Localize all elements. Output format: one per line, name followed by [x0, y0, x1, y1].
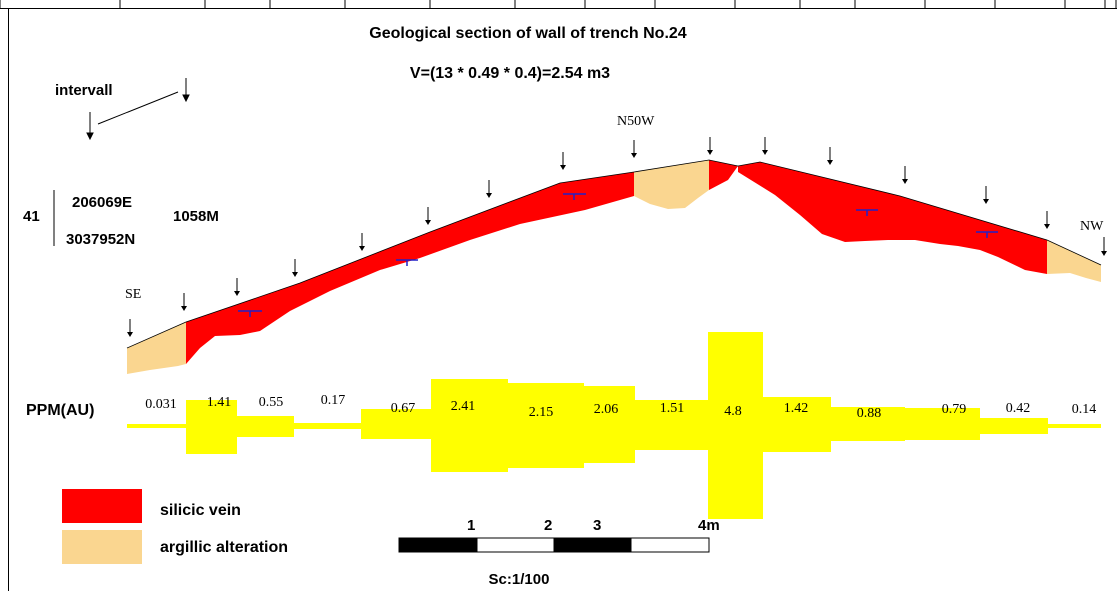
argillic-zone-nw — [1047, 240, 1101, 282]
sample-arrow — [181, 293, 187, 311]
volume-formula: V=(13 * 0.49 * 0.4)=2.54 m3 — [410, 65, 610, 82]
ground-surface-line — [126, 159, 1102, 349]
legend-swatch-argillic-alteration — [62, 530, 142, 564]
scale-tick-2: 2 — [544, 517, 552, 534]
ppm-value: 1.51 — [660, 401, 685, 416]
scale-bar — [398, 537, 710, 553]
sample-arrow — [359, 233, 365, 251]
argillic-zone-center — [634, 160, 709, 209]
sample-arrow — [1101, 237, 1107, 256]
direction-n50w: N50W — [617, 114, 655, 129]
ppm-value: 2.06 — [594, 402, 619, 417]
ppm-value: 2.41 — [451, 399, 476, 414]
sample-arrow — [560, 152, 566, 170]
scale-label: Sc:1/100 — [489, 571, 550, 588]
argillic-zone-se — [127, 322, 186, 374]
silicic-vein-main — [738, 162, 1047, 274]
ppm-value: 4.8 — [724, 404, 742, 419]
scale-tick-3: 3 — [593, 517, 601, 534]
ppm-value: 0.42 — [1006, 401, 1031, 416]
silicic-vein-right — [709, 160, 738, 190]
ppm-value: 0.14 — [1072, 402, 1097, 417]
section-title: Geological section of wall of trench No.… — [369, 25, 686, 42]
scale-tick-1: 1 — [467, 517, 475, 534]
direction-nw: NW — [1080, 219, 1104, 234]
ppm-label: PPM(AU) — [26, 402, 94, 419]
sample-arrows — [127, 137, 1107, 337]
legend-swatch-silicic-vein — [62, 489, 142, 523]
ppm-value: 0.67 — [391, 401, 416, 416]
ppm-bars — [127, 332, 1101, 519]
ppm-value: 1.41 — [207, 395, 232, 410]
sample-arrow — [292, 259, 298, 277]
sample-arrow — [486, 180, 492, 198]
sample-arrow — [827, 147, 833, 165]
ppm-value: 0.55 — [259, 395, 284, 410]
legend-label-argillic-alteration: argillic alteration — [160, 539, 288, 556]
sample-arrow — [1044, 211, 1050, 229]
location-id: 41 — [23, 208, 40, 225]
legend-label-silicic-vein: silicic vein — [160, 502, 241, 519]
sample-arrow — [983, 186, 989, 204]
location-easting: 206069E — [72, 194, 132, 211]
ppm-value: 2.15 — [529, 405, 554, 420]
silicic-vein-left — [186, 172, 634, 364]
sample-arrow — [127, 319, 133, 337]
ppm-value: 0.88 — [857, 406, 882, 421]
ppm-value: 0.79 — [942, 402, 967, 417]
scale-tick-4m: 4m — [698, 517, 720, 534]
sample-arrow — [902, 166, 908, 184]
ppm-values: 0.031 1.41 0.55 0.17 0.67 2.41 2.15 2.06 1.51 4.8… — [145, 393, 1096, 421]
sample-arrow — [425, 207, 431, 225]
ppm-value: 0.031 — [145, 397, 177, 412]
location-elevation: 1058M — [173, 208, 219, 225]
sample-arrow — [631, 140, 637, 158]
sample-arrow — [707, 137, 713, 155]
interval-label: intervall — [55, 82, 113, 99]
interval-indicator — [86, 78, 190, 141]
dip-symbols — [238, 193, 998, 317]
ppm-value: 0.17 — [321, 393, 346, 408]
top-border-strip — [0, 0, 1117, 9]
ppm-value: 1.42 — [784, 401, 809, 416]
direction-se: SE — [125, 287, 141, 302]
location-northing: 3037952N — [66, 231, 135, 248]
sample-arrow — [762, 137, 768, 155]
sample-arrow — [234, 278, 240, 296]
